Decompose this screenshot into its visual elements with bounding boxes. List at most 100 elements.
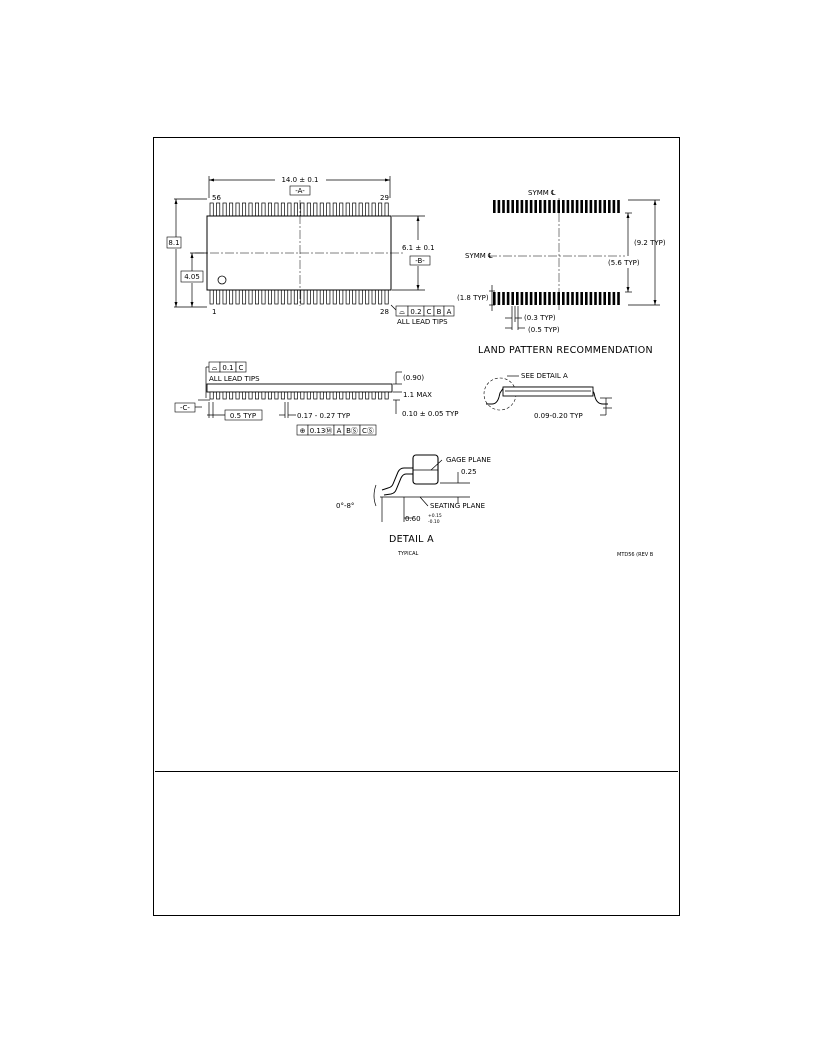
side-lead <box>313 391 318 400</box>
land-pad <box>589 292 593 305</box>
side-body <box>206 383 393 393</box>
seating-plane-label: SEATING PLANE <box>430 502 485 510</box>
land-pad <box>511 200 514 213</box>
side-lead <box>293 391 298 400</box>
land-pad <box>534 292 537 305</box>
side-lead <box>378 391 383 400</box>
top-lead <box>242 202 247 217</box>
side-lead <box>352 391 357 400</box>
land-pad <box>552 292 556 305</box>
top-lead <box>378 289 383 305</box>
pin-56-label: 56 <box>212 194 221 202</box>
detail-a-subtitle: TYPICAL <box>397 551 419 557</box>
top-lead <box>216 289 221 305</box>
detail-a-title: DETAIL A <box>389 534 434 545</box>
land-pad <box>562 200 565 213</box>
land-pad <box>617 200 620 213</box>
land-pad <box>594 200 597 213</box>
land-pad <box>511 292 514 305</box>
gage-plane-label: GAGE PLANE <box>446 456 491 464</box>
top-lead <box>280 289 285 305</box>
land-pad <box>594 292 597 305</box>
datum-a-label: -A- <box>295 187 305 195</box>
land-pad <box>525 292 528 305</box>
side-lead <box>267 391 272 400</box>
land-pad <box>502 200 505 213</box>
top-lead <box>248 289 253 305</box>
frame-value: 0.2 <box>410 308 421 316</box>
top-leads-upper <box>209 202 389 217</box>
land-pad <box>557 200 560 213</box>
top-view: 14.0 ± 0.1 -A- 56 29 1 28 8.1 4.05 <box>166 176 455 326</box>
land-pad <box>612 200 616 213</box>
side-lead <box>209 391 214 400</box>
land-pad <box>520 292 524 305</box>
height-dimension: 8.1 <box>168 239 179 247</box>
land-pad <box>493 200 496 213</box>
top-lead <box>267 289 272 305</box>
land-pad <box>497 292 501 305</box>
frame-datum-a: A <box>447 308 452 316</box>
top-lead <box>371 289 376 305</box>
symm-top-label: SYMM ℄ <box>528 189 556 197</box>
land-pad <box>589 200 593 213</box>
detail-body <box>412 454 439 485</box>
drawing-frame <box>153 137 680 916</box>
pin-1-indicator <box>217 275 227 285</box>
top-lead <box>319 289 324 305</box>
top-lead <box>384 202 389 217</box>
land-pad <box>575 200 579 213</box>
profile-symbol: ⌓ <box>399 308 405 316</box>
land-pad <box>571 200 574 213</box>
top-lead <box>255 202 260 217</box>
top-lead <box>332 202 337 217</box>
land-pad <box>603 292 606 305</box>
top-lead <box>287 202 292 217</box>
land-pad <box>493 292 496 305</box>
top-lead <box>293 289 298 305</box>
detail-a-view: GAGE PLANE 0.25 SEATING PLANE 0°-8° 0.60… <box>336 454 491 557</box>
frame-datum-b: B <box>437 308 442 316</box>
land-pad <box>529 200 533 213</box>
detail-foot-tol-minus: -0.10 <box>428 519 440 525</box>
end-view: SEE DETAIL A 0.09-0.20 TYP <box>483 372 612 420</box>
side-lead <box>242 391 247 400</box>
pin-28-label: 28 <box>380 308 389 316</box>
side-lead <box>229 391 234 400</box>
land-pattern-view: SYMM ℄ SYMM ℄ (9.2 TYP) (5.6 TYP) (1.8 T… <box>457 189 666 356</box>
top-lead <box>326 202 331 217</box>
side-lead <box>365 391 370 400</box>
side-lead <box>326 391 331 400</box>
detail-foot-tol-plus: +0.15 <box>428 513 442 519</box>
flatness-symbol: ⌓ <box>212 364 218 372</box>
side-lead <box>371 391 376 400</box>
land-pad <box>506 292 510 305</box>
detail-dim-0-25: 0.25 <box>461 468 477 476</box>
top-lead <box>378 202 383 217</box>
land-dim-9-2: (9.2 TYP) <box>634 239 666 247</box>
side-lead <box>280 391 285 400</box>
symm-left-label: SYMM ℄ <box>465 252 493 260</box>
land-pad <box>575 292 579 305</box>
side-dim-0-90: (0.90) <box>403 374 424 382</box>
land-dim-0-5: (0.5 TYP) <box>528 326 560 334</box>
detail-foot-length: 0.60 <box>405 515 421 523</box>
top-lead <box>332 289 337 305</box>
land-pad <box>552 200 556 213</box>
land-pad <box>534 200 537 213</box>
top-lead <box>339 289 344 305</box>
top-lead <box>216 202 221 217</box>
top-lead <box>371 202 376 217</box>
body-width-dimension: 6.1 ± 0.1 <box>402 244 435 252</box>
side-lead <box>274 391 279 400</box>
land-pad <box>580 200 583 213</box>
half-height-dimension: 4.05 <box>184 273 200 281</box>
profile-tolerance-frame: ⌓ 0.2 C B A <box>395 305 455 317</box>
frame-divider <box>155 771 678 772</box>
top-lead <box>235 289 240 305</box>
position-symbol: ⊕ <box>300 427 306 435</box>
land-pad <box>603 200 606 213</box>
side-lead <box>235 391 240 400</box>
side-lead <box>345 391 350 400</box>
